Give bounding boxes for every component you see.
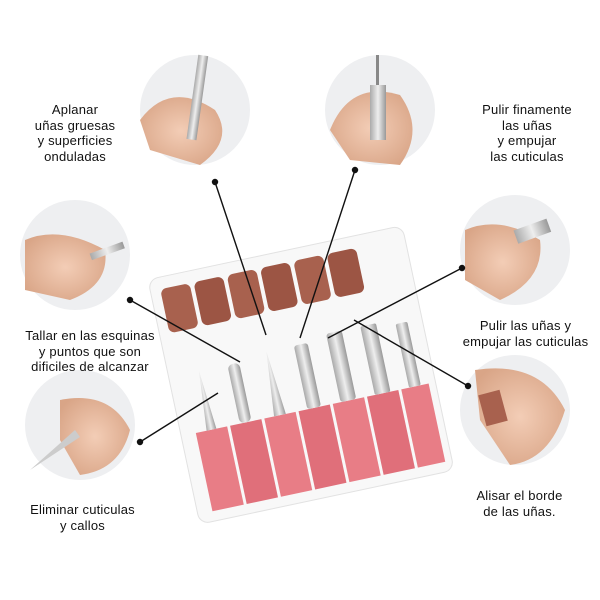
- caption-line: onduladas: [44, 148, 106, 164]
- caption-line: y callos: [60, 517, 105, 533]
- caption-line: las cuticulas: [490, 148, 564, 164]
- caption-line: empujar las cuticulas: [462, 333, 589, 349]
- circle-photo-fine-polish: [325, 55, 435, 165]
- caption-cuticles: Eliminar cuticulas y callos: [15, 502, 150, 533]
- sanding-bands: [161, 248, 365, 333]
- caption-line: y empujar: [497, 133, 557, 148]
- caption-line: y puntos que son: [38, 343, 142, 359]
- leader-lines: [126, 166, 472, 446]
- caption-line: Aplanar: [51, 102, 99, 117]
- drill-bits: [199, 322, 421, 431]
- caption-smooth-edge: Alisar el borde de las uñas.: [462, 488, 577, 519]
- caption-line: y superficies: [37, 133, 113, 148]
- caption-line: dificiles de alcanzar: [31, 359, 149, 374]
- caption-line: las uñas: [501, 117, 553, 133]
- caption-fine-polish: Pulir finamente las uñas y empujar las c…: [462, 102, 592, 164]
- circle-photo-corners: [20, 200, 130, 310]
- caption-line: Eliminar cuticulas: [30, 502, 135, 517]
- caption-line: Tallar en las esquinas: [25, 328, 155, 343]
- caption-line: Pulir finamente: [482, 102, 572, 117]
- caption-corners: Tallar en las esquinas y puntos que son …: [5, 328, 175, 375]
- caption-line: uñas gruesas: [34, 117, 116, 133]
- circle-photo-flatten: [140, 54, 250, 165]
- caption-line: Alisar el borde: [476, 488, 563, 503]
- photo-circles: [20, 54, 570, 480]
- circle-photo-smooth-edge: [460, 355, 570, 465]
- caption-line: de las uñas.: [483, 503, 556, 519]
- tray: [149, 226, 453, 523]
- caption-line: Pulir las uñas y: [479, 318, 572, 333]
- caption-polish-push: Pulir las uñas y empujar las cuticulas: [448, 318, 600, 349]
- bit-blocks: [195, 383, 446, 512]
- caption-flatten: Aplanar uñas gruesas y superficies ondul…: [20, 102, 130, 164]
- circle-photo-polish-push: [460, 195, 570, 305]
- circle-photo-cuticles: [25, 370, 135, 480]
